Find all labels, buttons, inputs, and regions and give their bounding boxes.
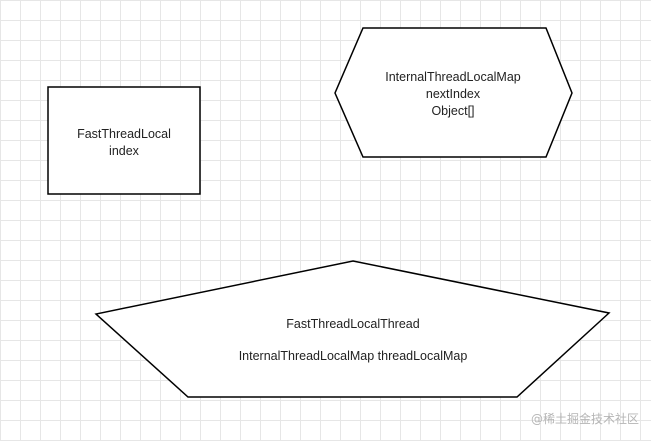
fast-thread-local-title: FastThreadLocal	[77, 127, 171, 141]
fast-thread-local-rect	[47, 86, 201, 195]
fast-thread-local-thread-pentagon	[94, 260, 611, 398]
internal-thread-local-map-next-index: nextIndex	[426, 87, 481, 101]
internal-thread-local-map-node[interactable]: InternalThreadLocalMap nextIndex Object[…	[334, 27, 573, 158]
internal-thread-local-map-hexagon	[334, 27, 573, 158]
internal-thread-local-map-title: InternalThreadLocalMap	[385, 70, 521, 84]
internal-thread-local-map-object-array: Object[]	[431, 104, 474, 118]
watermark-text: @稀土掘金技术社区	[530, 412, 639, 426]
fast-thread-local-node[interactable]: FastThreadLocal index	[47, 86, 201, 195]
fast-thread-local-thread-node[interactable]: FastThreadLocalThread InternalThreadLoca…	[94, 260, 611, 398]
fast-thread-local-index: index	[109, 144, 140, 158]
fast-thread-local-thread-field: InternalThreadLocalMap threadLocalMap	[239, 349, 468, 363]
fast-thread-local-thread-title: FastThreadLocalThread	[286, 317, 419, 331]
